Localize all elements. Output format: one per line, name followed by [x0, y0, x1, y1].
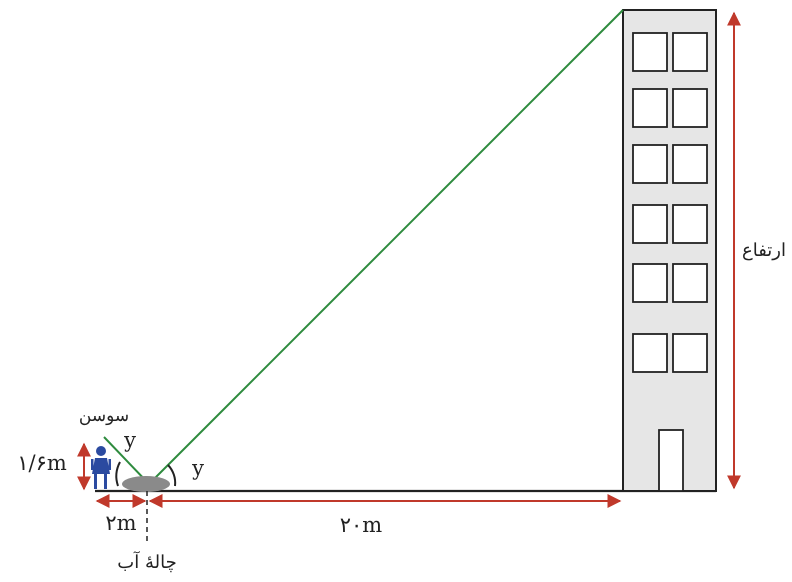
building-door: [658, 429, 684, 492]
sight-line-to-building: [148, 9, 624, 485]
person-height-label: ۱/۶m: [17, 451, 67, 475]
building-distance-label: ۲۰m: [340, 513, 383, 537]
puddle-shape: [122, 476, 170, 492]
angle-arc-person-side: [115, 461, 121, 487]
person-figure: [91, 446, 111, 489]
angle-label-person: y: [123, 428, 136, 452]
building-windows: [632, 32, 708, 373]
angle-arc-building-side: [167, 464, 177, 487]
person-name-label: سوسن: [79, 406, 129, 426]
person-distance-label: ۲m: [105, 511, 136, 535]
building-height-label: ارتفاع: [742, 240, 786, 261]
angle-label-building: y: [191, 456, 204, 480]
building: [622, 9, 717, 492]
puddle-label: چالهٔ آب: [117, 551, 176, 573]
